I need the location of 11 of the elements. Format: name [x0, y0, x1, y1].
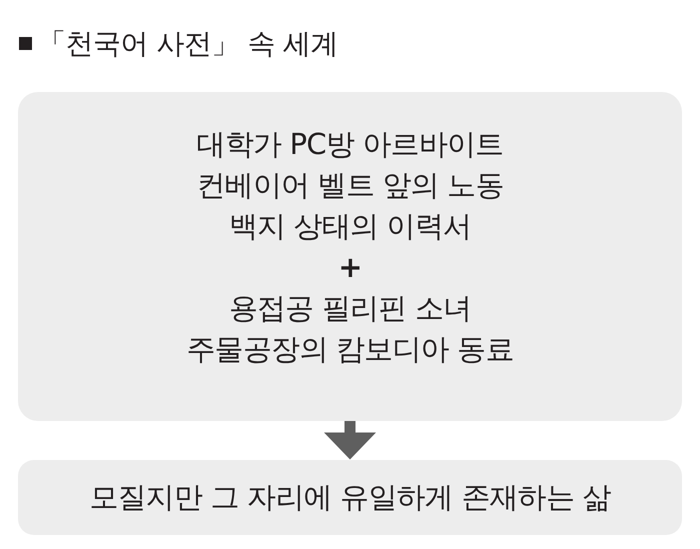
plus-sign: + [338, 248, 362, 286]
list-item-text: 대학가 PC방 아르바이트 [196, 126, 504, 162]
list-item-text: 백지 상태의 이력서 [228, 208, 472, 244]
diagram-title: 「천국어 사전」 속 세계 [38, 26, 338, 62]
content-panel [18, 92, 682, 421]
result-text: 모질지만 그 자리에 유일하게 존재하는 삶 [89, 479, 611, 516]
list-item-text: 주물공장의 캄보디아 동료 [186, 330, 514, 368]
result-box [18, 460, 682, 535]
list-item-text: 용접공 필리핀 소녀 [228, 290, 472, 326]
down-arrow [324, 421, 376, 460]
list-item-text: 컨베이어 벨트 앞의 노동 [196, 166, 504, 204]
